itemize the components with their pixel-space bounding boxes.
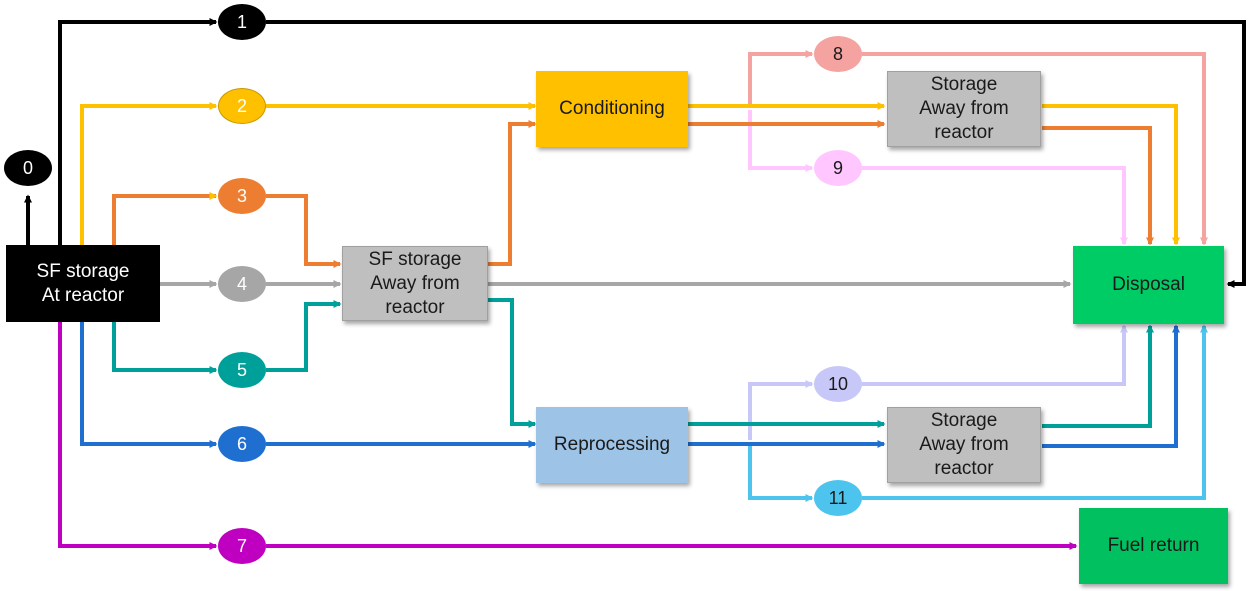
path-node-5: 5 xyxy=(218,352,266,388)
path-node-1-label: 1 xyxy=(236,11,247,32)
path-node-4-label: 4 xyxy=(236,273,247,294)
sf-storage-away-label: SF storage Away from reactor xyxy=(368,248,462,318)
flow-8-a xyxy=(688,50,814,108)
path-node-0: 0 xyxy=(4,150,52,186)
flow-11-b xyxy=(862,324,1208,500)
flow-10-b xyxy=(862,324,1128,386)
reprocessing-box: Reprocessing xyxy=(536,407,688,483)
flow-11-a xyxy=(688,442,814,502)
reprocessing-label: Reprocessing xyxy=(553,434,671,455)
flow-store-disp-y xyxy=(1042,104,1180,246)
path-node-8: 8 xyxy=(814,36,862,72)
flow-3-b xyxy=(266,194,342,268)
flow-9-a xyxy=(748,110,814,172)
path-node-4: 4 xyxy=(218,266,266,302)
flow-7-a xyxy=(58,322,218,550)
flow-5-c xyxy=(488,298,537,428)
flow-6-a xyxy=(80,322,218,448)
disposal-box: Disposal xyxy=(1073,246,1224,324)
path-node-2-label: 2 xyxy=(236,95,247,116)
flow-store-disp-t xyxy=(1042,324,1154,428)
path-node-2: 2 xyxy=(218,88,266,124)
storage-top-label: Storage Away from reactor xyxy=(919,74,1009,143)
path-node-8-label: 8 xyxy=(832,43,843,64)
conditioning-box: Conditioning xyxy=(536,71,688,147)
sf-storage-away-box: SF storage Away from reactor xyxy=(342,246,488,321)
sf-storage-at-reactor-box: SF storage At reactor xyxy=(6,245,160,322)
path-node-10: 10 xyxy=(814,366,862,402)
path-node-5-label: 5 xyxy=(236,359,247,380)
conditioning-label: Conditioning xyxy=(559,98,665,119)
fuel-return-label: Fuel return xyxy=(1107,535,1200,556)
sf-storage-at-reactor-label: SF storage At reactor xyxy=(36,260,130,306)
path-node-6-label: 6 xyxy=(236,433,247,454)
flow-1-a xyxy=(58,18,218,245)
storage-bottom-label: Storage Away from reactor xyxy=(919,410,1009,479)
path-node-3-label: 3 xyxy=(236,185,247,206)
flow-2-a xyxy=(80,102,218,245)
path-node-3: 3 xyxy=(218,178,266,214)
path-node-10-label: 10 xyxy=(827,373,849,394)
flow-1-b xyxy=(266,20,1246,288)
flow-8-b xyxy=(862,52,1208,246)
path-node-7: 7 xyxy=(218,528,266,564)
flow-store-disp-o xyxy=(1042,126,1154,246)
path-node-11-label: 11 xyxy=(828,487,848,508)
path-node-0-label: 0 xyxy=(22,157,33,178)
flow-store-disp-b xyxy=(1042,324,1180,448)
flow-5-b xyxy=(266,300,342,372)
disposal-label: Disposal xyxy=(1112,274,1185,295)
flow-3-c xyxy=(488,120,537,266)
path-node-1: 1 xyxy=(218,4,266,40)
flow-5-a xyxy=(112,322,218,374)
storage-top-box: Storage Away from reactor xyxy=(887,71,1041,147)
flow-9-b xyxy=(862,166,1128,246)
storage-bottom-box: Storage Away from reactor xyxy=(887,407,1041,483)
fuel-return-box: Fuel return xyxy=(1079,508,1228,584)
flow-3-a xyxy=(112,192,218,245)
path-node-7-label: 7 xyxy=(236,535,247,556)
path-node-9: 9 xyxy=(814,150,862,186)
path-node-9-label: 9 xyxy=(832,157,843,178)
flow-10-a xyxy=(748,380,814,440)
path-node-6: 6 xyxy=(218,426,266,462)
path-node-11: 11 xyxy=(814,480,862,516)
